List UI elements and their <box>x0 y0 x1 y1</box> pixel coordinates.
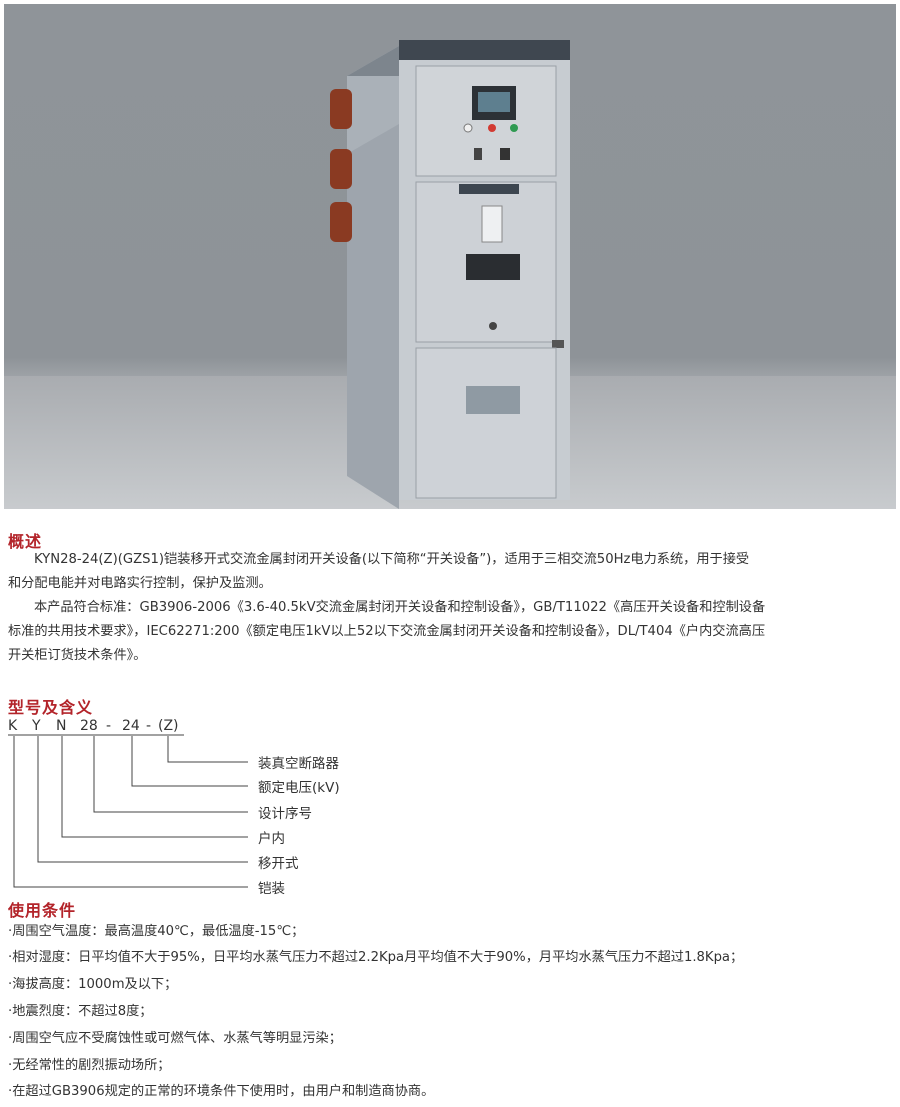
overview-line: 本产品符合标准：GB3906-2006《3.6-40.5kV交流金属封闭开关设备… <box>34 600 766 615</box>
condition-item: ·无经常性的剧烈振动场所； <box>8 1058 171 1073</box>
model-meaning: 移开式 <box>258 856 299 872</box>
model-code-part: N <box>56 718 67 734</box>
overview-heading: 概述 <box>8 532 43 551</box>
model-meaning: 装真空断路器 <box>258 756 339 772</box>
overview-line: 和分配电能并对电路实行控制，保护及监测。 <box>8 576 272 591</box>
model-heading: 型号及含义 <box>8 698 94 717</box>
model-code-part: Y <box>32 718 41 734</box>
model-code-part: 28 <box>80 718 98 734</box>
model-code-part: - <box>106 718 112 734</box>
overview-paragraph-1: KYN28-24(Z)(GZS1)铠装移开式交流金属封闭开关设备(以下简称“开关… <box>8 548 894 596</box>
model-code-part: 24 <box>122 718 140 734</box>
overview-line: 标准的共用技术要求》，IEC62271:200《额定电压1kV以上52以下交流金… <box>8 624 766 639</box>
condition-item: ·海拔高度：1000m及以下； <box>8 977 178 992</box>
overview-line: 开关柜订货技术条件》。 <box>8 648 147 663</box>
switchgear-cabinet-illustration <box>330 40 570 509</box>
model-code-part: K <box>8 718 18 734</box>
model-code-part: - <box>146 718 152 734</box>
condition-item: ·在超过GB3906规定的正常的环境条件下使用时，由用户和制造商协商。 <box>8 1084 435 1099</box>
overview-paragraph-2: 本产品符合标准：GB3906-2006《3.6-40.5kV交流金属封闭开关设备… <box>8 596 894 668</box>
model-meaning: 设计序号 <box>258 806 312 822</box>
model-code-part: (Z) <box>158 718 179 734</box>
condition-item: ·相对湿度：日平均值不大于95%，日平均水蒸气压力不超过2.2Kpa月平均值不大… <box>8 950 744 965</box>
model-meaning: 铠装 <box>258 881 285 897</box>
conditions-heading: 使用条件 <box>8 901 77 920</box>
condition-item: ·周围空气温度：最高温度40℃，最低温度-15℃； <box>8 924 305 939</box>
model-meaning: 户内 <box>258 831 285 847</box>
model-meaning: 额定电压(kV) <box>258 780 340 796</box>
condition-item: ·地震烈度：不超过8度； <box>8 1004 153 1019</box>
product-photo <box>4 4 896 509</box>
overview-line: KYN28-24(Z)(GZS1)铠装移开式交流金属封闭开关设备(以下简称“开关… <box>34 552 750 567</box>
condition-item: ·周围空气应不受腐蚀性或可燃气体、水蒸气等明显污染； <box>8 1031 342 1046</box>
